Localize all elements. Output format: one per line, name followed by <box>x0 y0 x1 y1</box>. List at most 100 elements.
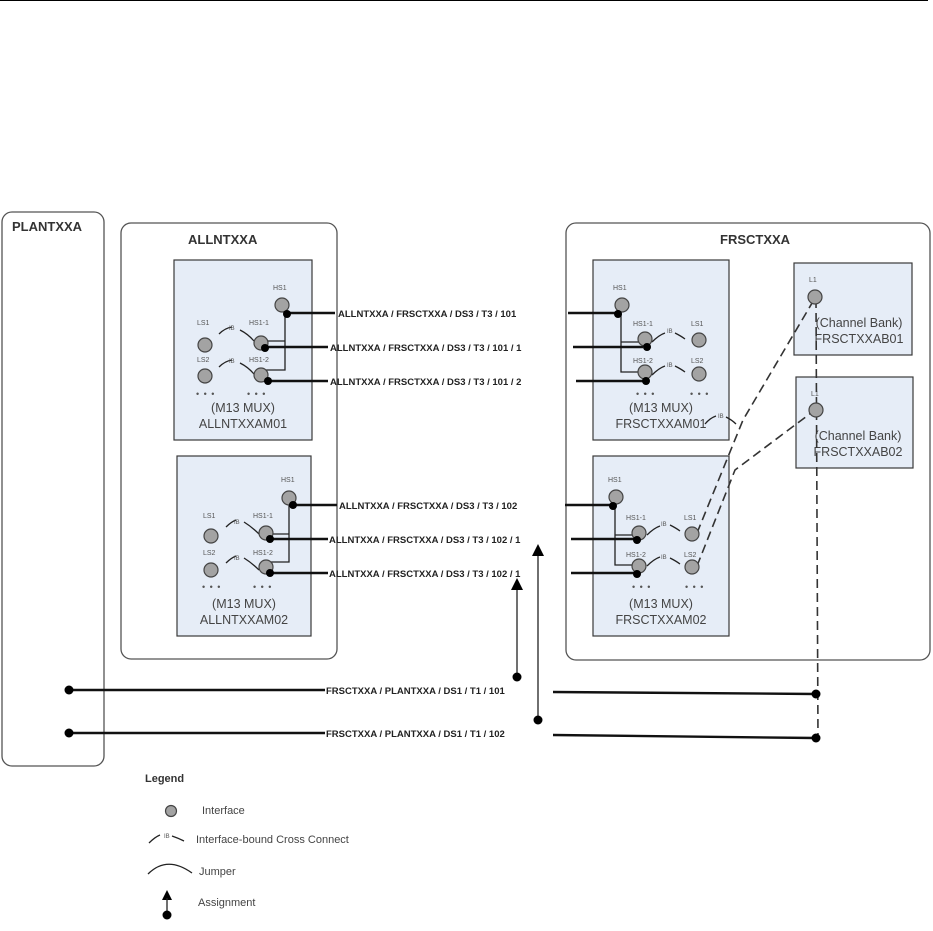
ib-label: IB <box>234 556 240 562</box>
port-label-hs1: HS1 <box>273 285 287 292</box>
port-label-ls2: LS2 <box>197 357 210 364</box>
device-name: ALLNTXXAM01 <box>199 417 287 431</box>
assignment-icon <box>162 890 172 920</box>
interface-icon <box>808 402 824 418</box>
ib-label: IB <box>229 359 235 365</box>
circuit-label-ds1-101: FRSCTXXA / PLANTXXA / DS1 / T1 / 101 <box>326 686 505 697</box>
legend: Legend Interface IB Interface-bound Cros… <box>145 773 349 920</box>
more-ports-ellipsis: • • • <box>690 389 709 399</box>
port-label-hs1: HS1 <box>281 477 295 484</box>
ds1-circuits: FRSCTXXA / PLANTXXA / DS1 / T1 / 101 FRS… <box>64 685 821 743</box>
interface-icon <box>691 332 707 348</box>
more-ports-ellipsis: • • • <box>632 582 651 592</box>
interface-icon <box>253 367 269 383</box>
device-type: (M13 MUX) <box>212 597 276 611</box>
legend-label-jumper: Jumper <box>199 866 236 878</box>
assignment-arrow-icon <box>511 578 523 590</box>
circuit-label-ds3-101: ALLNTXXA / FRSCTXXA / DS3 / T3 / 101 <box>338 309 517 320</box>
site-box-plantxxa <box>1 211 105 767</box>
port-label-ls2: LS2 <box>684 552 697 559</box>
interface-icon <box>197 368 213 384</box>
port-label-ls1: LS1 <box>203 513 216 520</box>
interface-icon <box>684 559 700 575</box>
interface-icon <box>164 804 178 818</box>
legend-label-ib-cross-connect: Interface-bound Cross Connect <box>196 834 349 846</box>
ib-label: IB <box>667 363 673 369</box>
ib-label: IB <box>661 522 667 528</box>
interface-icon <box>197 337 213 353</box>
port-label-hs1-2: HS1-2 <box>253 550 273 557</box>
interface-icon <box>608 489 624 505</box>
circuit-label-ds1-102: FRSCTXXA / PLANTXXA / DS1 / T1 / 102 <box>326 729 505 740</box>
device-name: FRSCTXXAB01 <box>815 332 904 346</box>
interface-icon <box>274 297 290 313</box>
more-ports-ellipsis: • • • <box>685 582 704 592</box>
device-type: (Channel Bank) <box>816 316 903 330</box>
port-label-l1: L1 <box>811 391 819 398</box>
more-ports-ellipsis: • • • <box>636 389 655 399</box>
circuit-label-ds3-101-1: ALLNTXXA / FRSCTXXA / DS3 / T3 / 101 / 1 <box>330 343 522 354</box>
device-name: FRSCTXXAM02 <box>616 613 707 627</box>
port-label-hs1: HS1 <box>613 285 627 292</box>
interface-icon <box>203 528 219 544</box>
circuit-label-ds3-102: ALLNTXXA / FRSCTXXA / DS3 / T3 / 102 <box>339 501 517 512</box>
port-label-ls1: LS1 <box>691 321 704 328</box>
site-label-frsctxxa: FRSCTXXA <box>720 232 791 247</box>
device-allntxxam01: HS1 LS1 HS1-1 LS2 HS1-2 • • • • • • (M13… <box>173 259 313 441</box>
site-label-allntxxa: ALLNTXXA <box>188 232 258 247</box>
device-frsctxxam02: HS1 HS1-1 LS1 HS1-2 LS2 • • • • • • (M13… <box>592 455 730 637</box>
ib-label: IB <box>229 326 235 332</box>
device-name: FRSCTXXAB02 <box>814 445 903 459</box>
interface-icon <box>614 297 630 313</box>
legend-label-assignment: Assignment <box>198 897 255 909</box>
circuit-label-ds3-102-1a: ALLNTXXA / FRSCTXXA / DS3 / T3 / 102 / 1 <box>329 535 521 546</box>
more-ports-ellipsis: • • • <box>196 389 215 399</box>
more-ports-ellipsis: • • • <box>247 389 266 399</box>
device-name: FRSCTXXAM01 <box>616 417 707 431</box>
site-label-plantxxa: PLANTXXA <box>12 219 83 234</box>
assignment-arrow-icon <box>532 544 544 556</box>
port-label-ls1: LS1 <box>197 320 210 327</box>
svg-text:IB: IB <box>164 834 170 840</box>
ib-cross-connect-icon: IB <box>148 834 185 844</box>
device-frsctxxab02: L1 (Channel Bank) FRSCTXXAB02 <box>795 376 914 469</box>
device-allntxxam02: HS1 LS1 HS1-1 LS2 HS1-2 • • • • • • (M13… <box>176 455 312 637</box>
legend-label-interface: Interface <box>202 805 245 817</box>
device-frsctxxab01: L1 (Channel Bank) FRSCTXXAB01 <box>793 262 913 356</box>
port-label-ls2: LS2 <box>203 550 216 557</box>
legend-title: Legend <box>145 773 184 785</box>
jumpers <box>696 297 819 741</box>
interface-icon <box>637 364 653 380</box>
port-label-hs1-1: HS1-1 <box>626 515 646 522</box>
device-name: ALLNTXXAM02 <box>200 613 288 627</box>
device-type: (M13 MUX) <box>629 597 693 611</box>
internal-branches <box>265 313 642 566</box>
ib-label: IB <box>718 414 724 420</box>
port-label-hs1-1: HS1-1 <box>253 513 273 520</box>
interface-icon <box>684 526 700 542</box>
jumper-icon <box>147 863 193 875</box>
port-label-ls2: LS2 <box>691 358 704 365</box>
ib-label: IB <box>234 520 240 526</box>
ib-cross-connects: IB IB IB IB IB IB IB IB IB <box>218 326 737 571</box>
more-ports-ellipsis: • • • <box>253 582 272 592</box>
page-top-rule <box>0 0 928 1</box>
more-ports-ellipsis: • • • <box>202 582 221 592</box>
circuit-label-ds3-101-2: ALLNTXXA / FRSCTXXA / DS3 / T3 / 101 / 2 <box>330 377 521 388</box>
circuit-label-ds3-102-1b: ALLNTXXA / FRSCTXXA / DS3 / T3 / 102 / 1 <box>329 569 521 580</box>
interface-icon <box>203 562 219 578</box>
port-label-hs1-1: HS1-1 <box>249 320 269 327</box>
port-label-hs1-1: HS1-1 <box>633 321 653 328</box>
assignments <box>511 544 544 725</box>
port-label-l1: L1 <box>809 277 817 284</box>
interfaces <box>197 289 824 578</box>
ds3-circuits: ALLNTXXA / FRSCTXXA / DS3 / T3 / 101 ALL… <box>261 309 651 580</box>
interface-icon <box>807 289 823 305</box>
port-label-ls1: LS1 <box>684 515 697 522</box>
ib-label: IB <box>661 555 667 561</box>
port-label-hs1-2: HS1-2 <box>626 552 646 559</box>
device-frsctxxam01: HS1 HS1-1 LS1 HS1-2 LS2 • • • • • • (M13… <box>592 259 730 441</box>
port-label-hs1: HS1 <box>608 477 622 484</box>
ib-label: IB <box>667 329 673 335</box>
